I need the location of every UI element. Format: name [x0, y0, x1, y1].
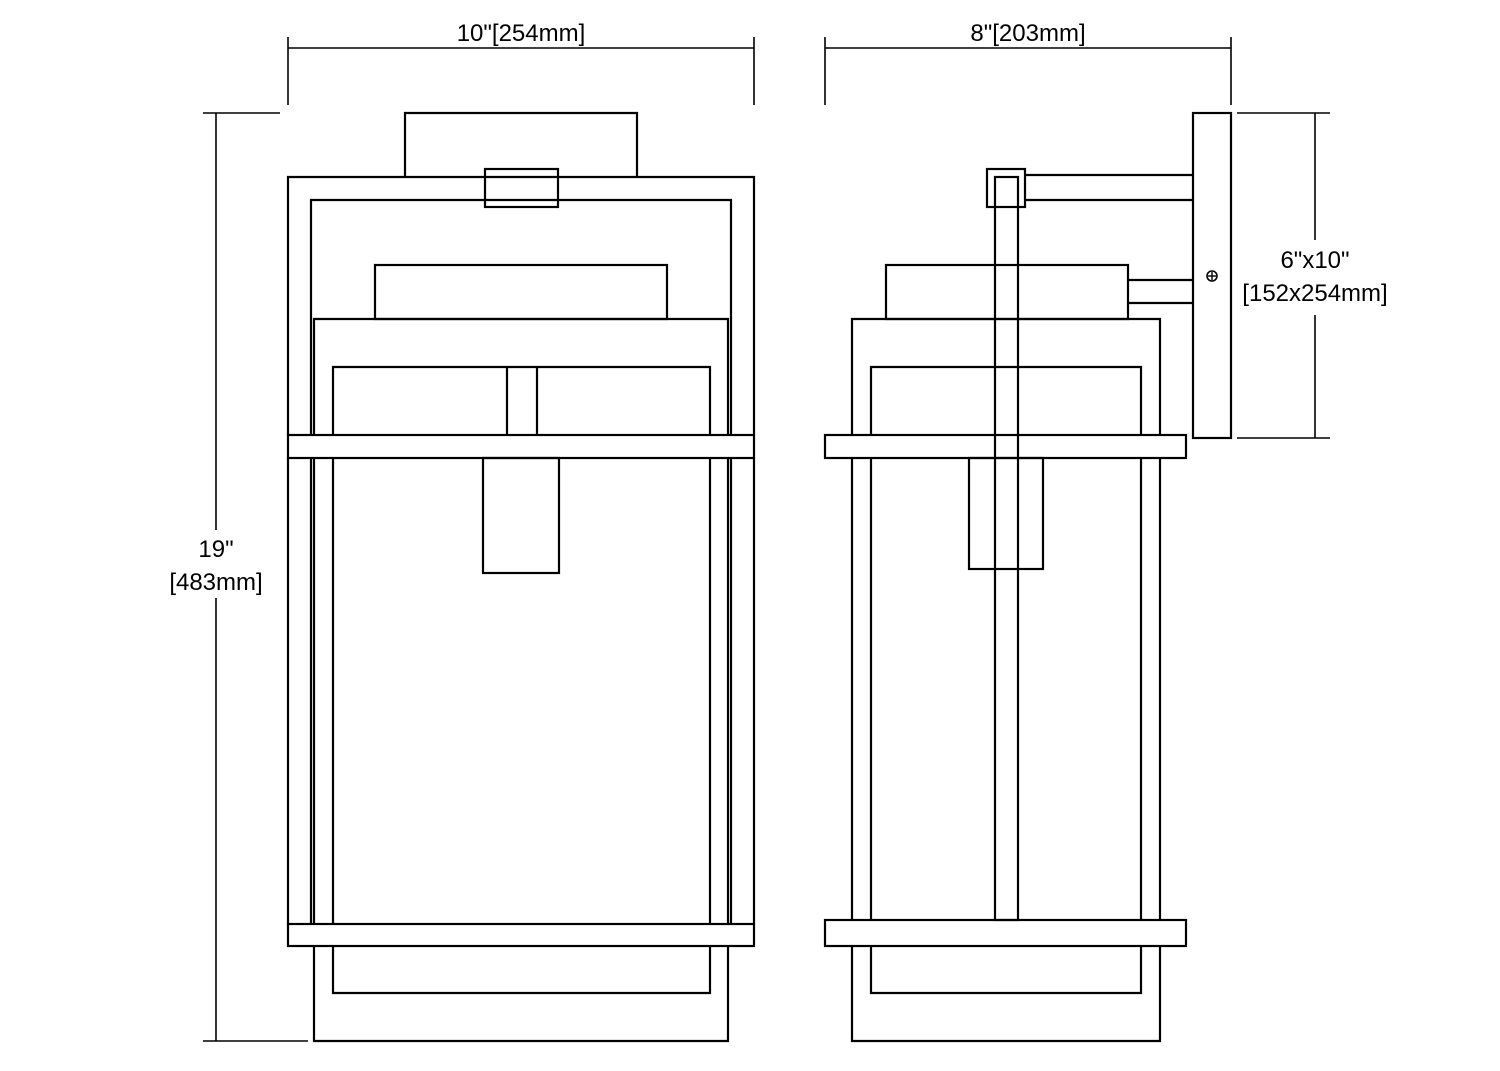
depth-label: 8"[203mm] — [970, 20, 1085, 47]
height-label-in: 19" — [198, 536, 233, 563]
front-upper-band — [286, 433, 756, 460]
front-socket — [481, 456, 561, 575]
side-socket — [967, 456, 1045, 571]
backplate-label-in: 6"x10" — [1280, 247, 1349, 274]
side-upper-band — [823, 433, 1188, 460]
front-body — [312, 317, 730, 435]
front-inner-frame — [309, 198, 733, 435]
side-body — [850, 317, 1162, 435]
backplate-label-mm: [152x254mm] — [1242, 280, 1387, 307]
side-vertical-rod — [993, 175, 1020, 922]
side-arm-knuckle — [985, 167, 1027, 209]
front-base-outer — [312, 946, 730, 1043]
front-top-loop — [403, 111, 639, 177]
front-base-inner — [331, 946, 712, 995]
depth-dimension: 8"[203mm] — [824, 20, 1232, 105]
width-label: 10"[254mm] — [457, 20, 586, 47]
side-glass — [869, 365, 1143, 435]
side-backplate — [1191, 111, 1233, 440]
side-base-outer — [850, 946, 1162, 1043]
front-glass — [331, 365, 712, 435]
front-view — [286, 111, 756, 1043]
front-lower-band — [286, 922, 756, 948]
front-outer-frame — [286, 175, 756, 435]
screw-icon — [1206, 270, 1218, 282]
width-dimension: 10"[254mm] — [287, 20, 755, 105]
height-dimension: 19" [483mm] — [169, 112, 308, 1042]
side-cap — [884, 263, 1130, 321]
backplate-dimension: 6"x10" [152x254mm] — [1237, 112, 1388, 439]
front-center-clip — [483, 167, 560, 209]
side-base-inner — [869, 946, 1143, 995]
side-lower-band — [823, 918, 1188, 948]
front-cap — [373, 263, 669, 321]
height-label-mm: [483mm] — [169, 569, 262, 596]
side-view — [823, 111, 1233, 1043]
